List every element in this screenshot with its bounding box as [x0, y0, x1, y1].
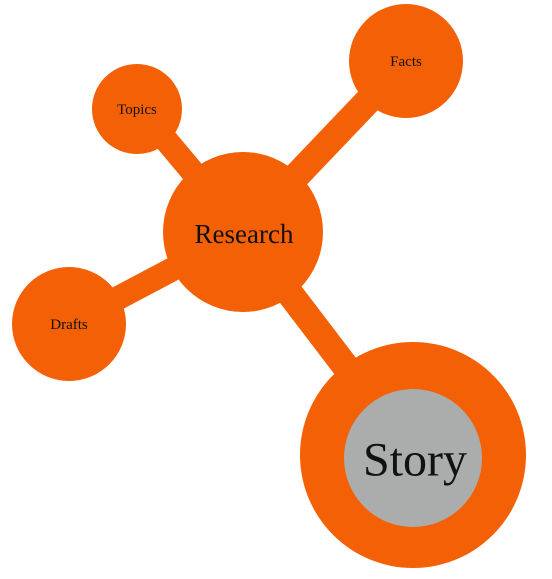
node-topics-circle	[92, 64, 182, 154]
node-story-core	[344, 389, 482, 527]
node-facts-circle	[349, 4, 463, 118]
node-topics-label: Topics	[117, 102, 157, 118]
node-facts[interactable]: Facts	[349, 4, 463, 118]
node-facts-label: Facts	[390, 54, 422, 70]
node-drafts[interactable]: Drafts	[12, 267, 126, 381]
node-drafts-label: Drafts	[50, 317, 88, 333]
node-story[interactable]: Story	[300, 342, 526, 568]
node-research[interactable]: Research	[163, 152, 323, 312]
node-topics[interactable]: Topics	[92, 64, 182, 154]
node-story-label: Story	[363, 434, 467, 487]
node-research-circle	[163, 152, 323, 312]
node-research-label: Research	[195, 219, 294, 249]
node-drafts-circle	[12, 267, 126, 381]
